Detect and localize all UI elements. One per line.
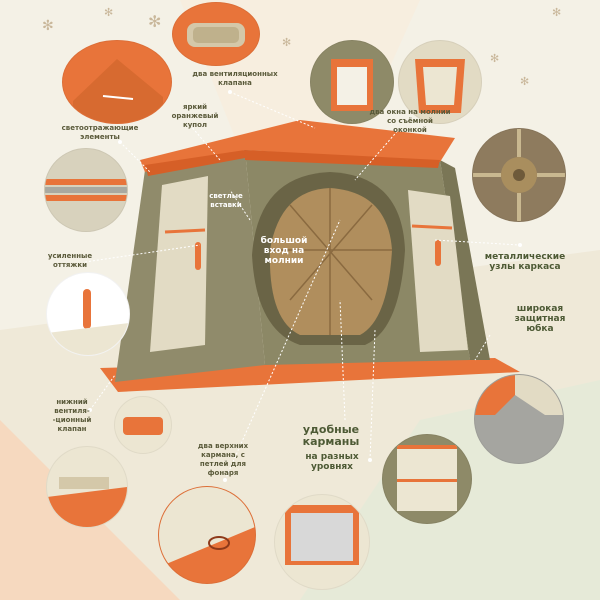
window-detail-image-2 (398, 40, 482, 124)
snowflake-icon: ✻ (104, 6, 114, 19)
label-metal-nodes: металлические узлы каркаса (484, 252, 566, 272)
label-vent-valves: два вентиляционных клапана (192, 70, 278, 87)
skirt-detail-image (474, 374, 564, 464)
label-pockets: удобные карманы (302, 423, 360, 448)
label-windows: два окна на молнии со съёмной оконкой (369, 108, 451, 134)
reflective-detail-image (44, 148, 128, 232)
snowflake-icon: ✻ (282, 36, 292, 49)
label-reflective: светоотражающие элементы (61, 124, 139, 141)
label-bottom-vent: нижний вентиля- -ционный клапан (52, 398, 92, 433)
snowflake-icon: ✻ (552, 6, 562, 19)
label-pockets-sub: на разных уровнях (305, 452, 359, 472)
pocket-detail-image-2 (382, 434, 472, 524)
snowflake-icon: ✻ (42, 18, 54, 34)
label-top-pockets: два верхних кармана, с петлей для фонаря (197, 442, 249, 477)
snowflake-icon: ✻ (520, 75, 530, 88)
window-detail-image-1 (310, 40, 394, 124)
top-pocket-detail-image (158, 486, 256, 584)
bottom-vent-detail-image-1 (114, 396, 172, 454)
pocket-detail-image-1 (274, 494, 370, 590)
snowflake-icon: ✻ (490, 52, 500, 65)
bottom-vent-detail-image-2 (46, 446, 128, 528)
metal-node-detail-image (472, 128, 566, 222)
vent-detail-image (172, 2, 260, 66)
label-light-inserts: светлые вставки (209, 192, 243, 209)
label-big-entrance: большой вход на молнии (260, 236, 308, 266)
snowflake-icon: ✻ (148, 12, 162, 31)
label-reinforced: усиленные оттяжки (47, 252, 93, 269)
label-bright-dome: яркий оранжевый купол (171, 103, 219, 129)
guy-line-detail-image (46, 272, 130, 356)
dome-detail-image (62, 40, 172, 124)
label-skirt: широкая защитная юбка (514, 304, 566, 334)
